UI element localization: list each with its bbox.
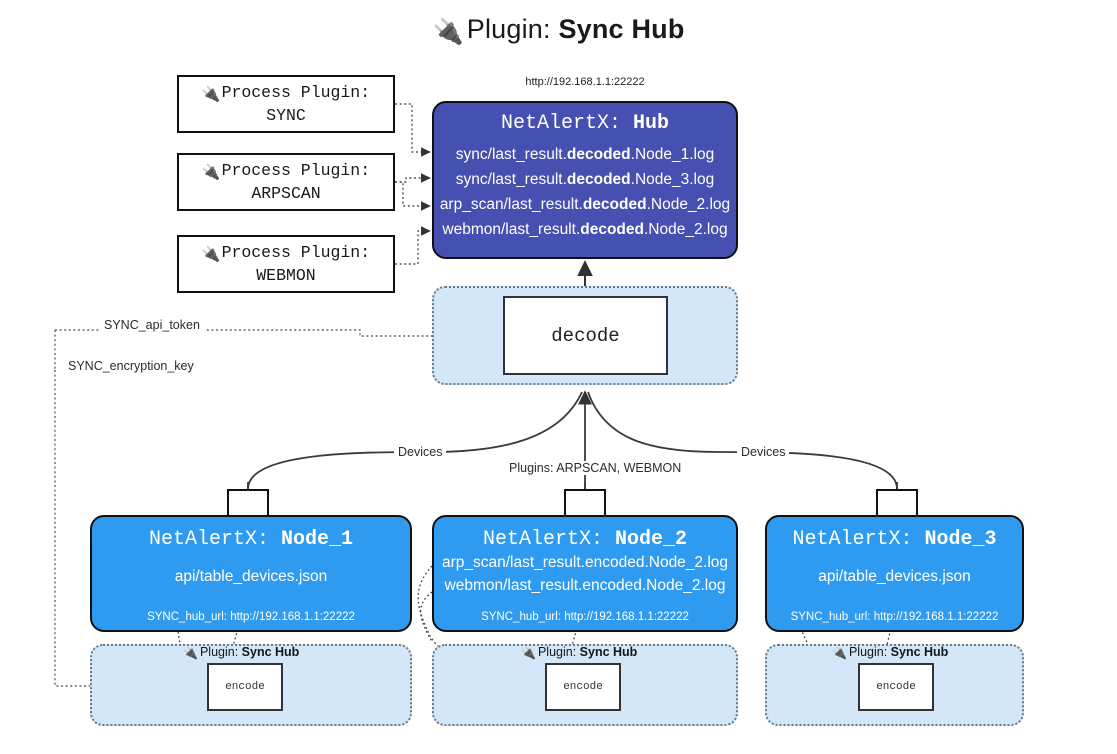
node-2-line: webmon/last_result.encoded.Node_2.log (444, 577, 726, 595)
plug-icon: 🔌 (201, 245, 221, 264)
edge-label-api-token: SYNC_api_token (100, 318, 204, 332)
process-plugin-arpscan-name: ARPSCAN (251, 183, 321, 203)
node-2-title: NetAlertX: Node_2 (482, 528, 688, 551)
process-plugin-arpscan[interactable]: 🔌Process Plugin: ARPSCAN (177, 153, 395, 211)
hub-url-label: http://192.168.1.1:22222 (525, 76, 645, 88)
process-plugin-webmon[interactable]: 🔌Process Plugin: WEBMON (177, 235, 395, 293)
node-2-line: arp_scan/last_result.encoded.Node_2.log (441, 554, 729, 571)
plug-icon: 🔌 (201, 85, 221, 104)
encode-box-2[interactable]: encode (545, 663, 621, 711)
process-plugin-arpscan-heading: 🔌Process Plugin: (201, 161, 371, 182)
plug-icon: 🔌 (432, 18, 464, 46)
encoder-caption-2: 🔌Plugin: Sync Hub (521, 645, 638, 660)
node-3-line: api/table_devices.json (818, 568, 971, 585)
node-2-footer: SYNC_hub_url: http://192.168.1.1:22222 (481, 611, 689, 623)
hub-title: NetAlertX: Hub (501, 112, 669, 135)
hub-title-prefix: NetAlertX: (500, 112, 621, 135)
encoder-caption-1: 🔌Plugin: Sync Hub (183, 645, 300, 660)
plug-icon: 🔌 (201, 163, 221, 182)
hub-log-line: sync/last_result.decoded.Node_3.log (455, 171, 715, 189)
process-plugin-webmon-heading: 🔌Process Plugin: (201, 243, 371, 264)
node-3[interactable]: NetAlertX: Node_3 api/table_devices.json… (765, 515, 1024, 632)
node-2[interactable]: NetAlertX: Node_2 arp_scan/last_result.e… (432, 515, 738, 632)
hub-title-name: Hub (633, 112, 670, 135)
hub-log-line: webmon/last_result.decoded.Node_2.log (442, 221, 728, 239)
hub-log-line: arp_scan/last_result.decoded.Node_2.log (439, 196, 731, 214)
node-1[interactable]: NetAlertX: Node_1 api/table_devices.json… (90, 515, 412, 632)
process-plugin-webmon-name: WEBMON (256, 265, 316, 285)
edge-label-devices-left: Devices (394, 445, 447, 459)
plug-icon: 🔌 (521, 646, 536, 660)
process-plugin-sync[interactable]: 🔌Process Plugin: SYNC (177, 75, 395, 133)
edge-label-plugins: Plugins: ARPSCAN, WEBMON (505, 461, 686, 475)
page-title: 🔌Plugin: Sync Hub (0, 14, 1117, 47)
edge-label-encryption-key: SYNC_encryption_key (64, 359, 198, 373)
encoder-caption-3: 🔌Plugin: Sync Hub (832, 645, 949, 660)
encoder-container-1 (90, 644, 412, 726)
node-1-footer: SYNC_hub_url: http://192.168.1.1:22222 (147, 611, 355, 623)
page-title-prefix: Plugin: (466, 14, 551, 44)
encode-box-3[interactable]: encode (858, 663, 934, 711)
plug-icon: 🔌 (183, 646, 198, 660)
decode-box[interactable]: decode (503, 296, 668, 375)
hub-log-line: sync/last_result.decoded.Node_1.log (455, 146, 715, 163)
node-1-line: api/table_devices.json (174, 568, 328, 585)
edge-label-devices-right: Devices (737, 445, 790, 459)
encode-box-1[interactable]: encode (207, 663, 283, 711)
process-plugin-sync-name: SYNC (266, 105, 306, 125)
hub-node[interactable]: NetAlertX: Hub sync/last_result.decoded.… (432, 101, 738, 259)
process-plugin-sync-heading: 🔌Process Plugin: (201, 83, 371, 104)
node-3-footer: SYNC_hub_url: http://192.168.1.1:22222 (790, 611, 999, 623)
node-1-title: NetAlertX: Node_1 (148, 528, 354, 551)
node-3-title: NetAlertX: Node_3 (792, 528, 997, 551)
page-title-name: Sync Hub (558, 14, 685, 44)
plug-icon: 🔌 (832, 646, 847, 660)
